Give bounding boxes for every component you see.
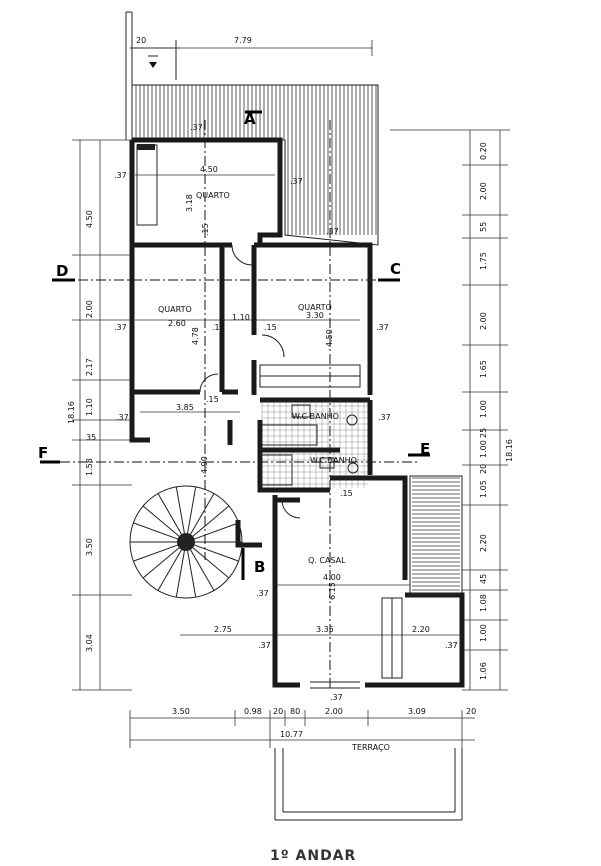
dim-110: 1.10 — [232, 313, 250, 322]
dim-right-1816: 18.16 — [505, 439, 514, 462]
dim-wall-15: .15 — [201, 223, 210, 236]
dim-490: 4.90 — [200, 456, 209, 474]
dim-bottom-350: 3.50 — [172, 707, 190, 716]
dim-wall-15: .15 — [212, 323, 225, 332]
dim-wall-37: .37 — [445, 641, 458, 650]
dim-right-200b: 2.00 — [479, 312, 488, 330]
dim-wall-37: .37 — [114, 171, 127, 180]
dim-right-106: 1.06 — [479, 662, 488, 680]
dim-left-110: 1.10 — [85, 398, 94, 416]
dim-wall-37: .37 — [190, 123, 203, 132]
dim-385: 3.85 — [176, 403, 194, 412]
roof-hatching-top — [131, 84, 379, 246]
dim-left-350: 3.50 — [85, 538, 94, 556]
section-label-c: C — [390, 260, 401, 278]
dim-left-217: 2.17 — [85, 358, 94, 376]
floor-title: 1º ANDAR — [270, 848, 356, 864]
dim-right-175: 1.75 — [479, 252, 488, 270]
dim-615: 6.15 — [328, 582, 337, 600]
dim-wall-37: .37 — [114, 323, 127, 332]
dim-right-020: 0.20 — [479, 142, 488, 160]
dim-220: 2.20 — [412, 625, 430, 634]
dim-wall-37: .37 — [376, 323, 389, 332]
section-lines — [40, 110, 430, 690]
dim-right-25: 25 — [479, 428, 488, 438]
dim-left-35: 35 — [86, 433, 96, 442]
dim-right-20: 20 — [479, 464, 488, 474]
dim-top-20: 20 — [136, 36, 146, 45]
dim-right-55: 55 — [479, 222, 488, 232]
dim-left-304: 3.04 — [85, 634, 94, 652]
dim-right-108: 1.08 — [479, 594, 488, 612]
dim-right-100: 1.00 — [479, 400, 488, 418]
dim-right-165: 1.65 — [479, 360, 488, 378]
dim-wall-37: .37 — [256, 589, 269, 598]
dim-318: 3.18 — [185, 194, 194, 212]
dim-bottom-20: 20 — [273, 707, 283, 716]
room-label-wc-banho-2: W.C BANHO — [310, 456, 357, 465]
room-label-quarto-top: QUARTO — [196, 191, 230, 200]
section-label-e: E — [420, 440, 430, 458]
dim-right-105: 1.05 — [479, 480, 488, 498]
dim-bottom-20b: 20 — [466, 707, 476, 716]
dim-wall-37: .37 — [290, 177, 303, 186]
dim-right-45: 45 — [479, 574, 488, 584]
dim-400: 4.00 — [323, 573, 341, 582]
dim-330: 3.30 — [306, 311, 324, 320]
balcony-hatching — [409, 475, 463, 597]
dim-450: 4.50 — [200, 165, 218, 174]
section-labels: A B C D E F — [38, 110, 430, 576]
dim-bottom-200: 2.00 — [325, 707, 343, 716]
room-label-terraco: TERRAÇO — [351, 743, 390, 752]
dim-478: 4.78 — [191, 327, 200, 345]
room-labels: QUARTO QUARTO QUARTO W.C BANHO W.C BANHO… — [158, 191, 390, 752]
dim-335: 3.35 — [316, 625, 334, 634]
dim-wall-15: .15 — [264, 323, 277, 332]
down-arrow-icon — [149, 62, 157, 68]
dim-275: 2.75 — [214, 625, 232, 634]
dim-260: 2.60 — [168, 319, 186, 328]
dimension-lines — [72, 40, 510, 748]
dim-wall-37: .37 — [258, 641, 271, 650]
dim-450-vertical: 4.50 — [325, 329, 334, 347]
walls — [129, 137, 465, 688]
room-label-wc-banho-1: W.C BANHO — [292, 412, 339, 421]
dim-right-100c: 1.00 — [479, 624, 488, 642]
dim-wall-37: .37 — [378, 413, 391, 422]
dim-wall-37: .37 — [326, 227, 339, 236]
room-label-casal: Q. CASAL — [308, 556, 346, 565]
dim-bottom-309: 3.09 — [408, 707, 426, 716]
dim-right-220: 2.20 — [479, 534, 488, 552]
dim-right-100b: 1.00 — [479, 440, 488, 458]
dim-left-450: 4.50 — [85, 210, 94, 228]
bath-tiles — [261, 399, 368, 488]
dim-right-200: 2.00 — [479, 182, 488, 200]
dim-wall-15: .15 — [206, 395, 219, 404]
dim-wall-37: .37 — [330, 693, 343, 702]
dim-wall-37: .37 — [116, 413, 129, 422]
room-label-quarto-left: QUARTO — [158, 305, 192, 314]
room-label-quarto-right: QUARTO — [298, 303, 332, 312]
section-label-d: D — [56, 262, 68, 280]
dim-bottom-80: 80 — [290, 707, 300, 716]
dim-bottom-1077: 10.77 — [280, 730, 303, 739]
dim-wall-15: .15 — [340, 489, 353, 498]
dim-left-200: 2.00 — [85, 300, 94, 318]
spiral-staircase — [129, 485, 243, 599]
section-label-b: B — [254, 558, 265, 576]
interior-details — [128, 144, 463, 821]
dim-bottom-098: 0.98 — [244, 707, 262, 716]
section-label-a: A — [244, 110, 256, 128]
section-label-f: F — [38, 444, 48, 462]
dim-top-779: 7.79 — [234, 36, 252, 45]
dim-left-1816: 18.16 — [67, 401, 76, 424]
dim-left-158: 1.58 — [85, 458, 94, 476]
dimension-text: 20 7.79 4.50 3.18 2.60 4.78 1.10 3.30 4.… — [67, 36, 514, 739]
